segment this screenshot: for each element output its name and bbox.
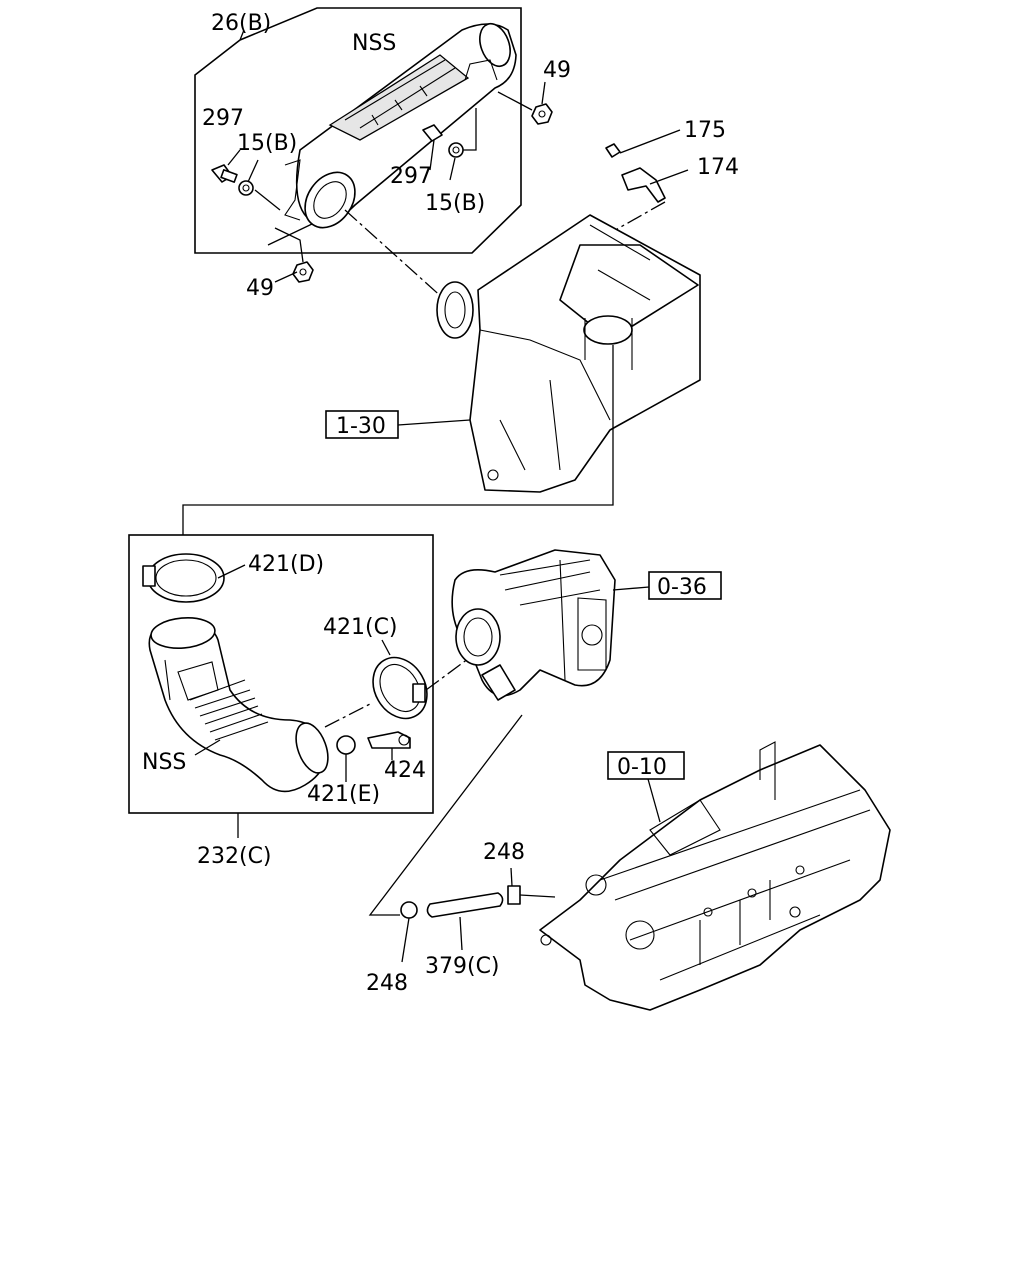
bolt-297-left — [211, 164, 238, 183]
sensor-174 — [621, 167, 689, 203]
ref-label-0-10: 0-10 — [617, 755, 667, 780]
group-box-26b — [194, 7, 522, 254]
label-26b: 26(B) — [211, 11, 271, 36]
ref-box-1-30 — [325, 410, 471, 439]
washer-15b-left — [238, 180, 254, 196]
intake-manifold-part — [539, 741, 891, 1011]
clip-248-bottom-part — [400, 901, 418, 963]
bolt-297-mid — [422, 124, 443, 142]
label-421c: 421(C) — [323, 615, 398, 640]
fitting-424-part — [367, 731, 411, 760]
clamp-421d-part — [142, 553, 225, 603]
label-nss-hose: NSS — [142, 750, 186, 775]
ref-label-0-36: 0-36 — [657, 575, 707, 600]
label-424: 424 — [384, 758, 426, 783]
screw-175 — [605, 129, 681, 158]
group-box-232c — [128, 534, 434, 838]
label-nss-top: NSS — [352, 31, 396, 56]
label-232c: 232(C) — [197, 844, 272, 869]
clamp-421c-part — [372, 656, 428, 720]
hose-379c-part — [426, 892, 504, 951]
ref-box-0-10 — [607, 751, 685, 823]
label-49-bottom: 49 — [246, 276, 274, 301]
label-15b-left: 15(B) — [237, 131, 297, 156]
clip-248-top-part — [507, 867, 521, 905]
label-15b-mid: 15(B) — [425, 191, 485, 216]
clamp-421e-part — [336, 735, 356, 782]
label-248-bottom: 248 — [366, 971, 408, 996]
label-174: 174 — [697, 155, 739, 180]
label-175: 175 — [684, 118, 726, 143]
washer-15b-mid — [448, 142, 464, 158]
label-379c: 379(C) — [425, 954, 500, 979]
ref-box-0-36 — [612, 571, 722, 600]
label-421d: 421(D) — [248, 552, 324, 577]
label-297-left: 297 — [202, 106, 244, 131]
label-248-top: 248 — [483, 840, 525, 865]
intake-hose-part — [148, 616, 329, 793]
label-297-mid: 297 — [390, 164, 432, 189]
turbocharger-part — [451, 549, 616, 701]
air-duct-part — [284, 22, 517, 229]
nut-49-right — [531, 103, 553, 125]
label-421e: 421(E) — [307, 782, 380, 807]
ref-label-1-30: 1-30 — [336, 414, 386, 439]
air-cleaner-part — [436, 214, 701, 493]
label-49-right: 49 — [543, 58, 571, 83]
